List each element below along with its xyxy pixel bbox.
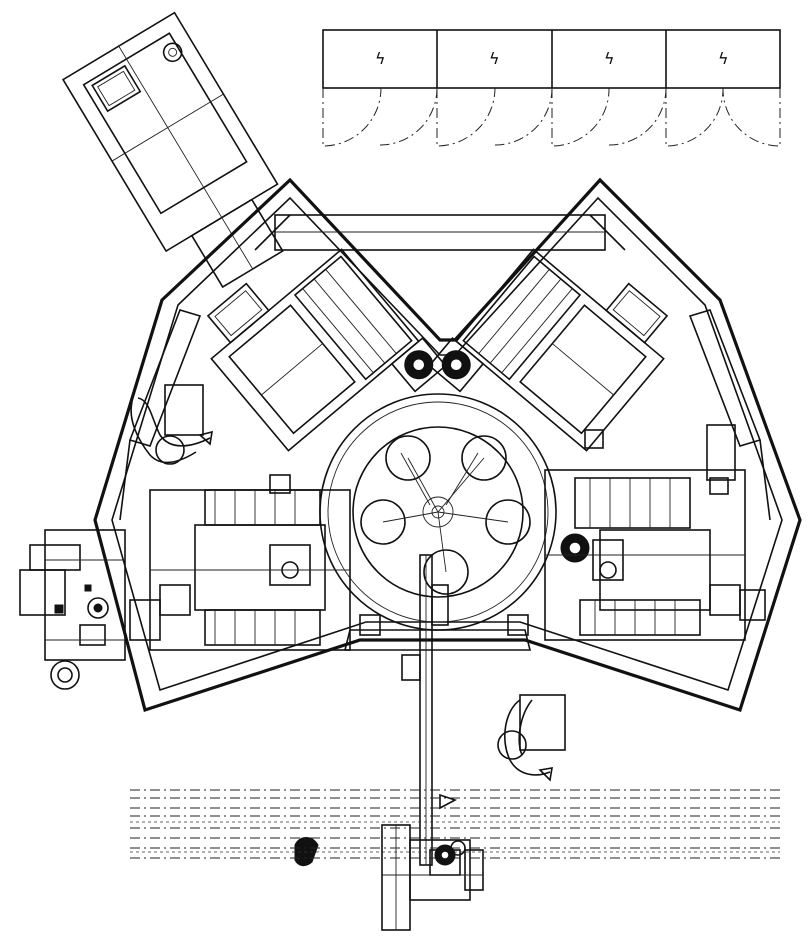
machining-unit-right (544, 469, 766, 641)
transfer-gantry (401, 554, 449, 866)
operator-lower-right (497, 694, 566, 782)
side-drive-assembly (19, 529, 126, 690)
outfeed-conveyor-lines (130, 789, 780, 859)
frame-markers (129, 384, 736, 641)
fixture-stations (360, 435, 531, 595)
machining-unit-left (149, 489, 351, 651)
index-spokes (382, 452, 509, 573)
loading-carriage (381, 824, 484, 931)
feed-conveyor (61, 11, 284, 289)
voltage-symbol-3: ϟ (604, 49, 615, 68)
operator-upper-left (130, 397, 213, 465)
cabinet-door-swings (322, 87, 781, 147)
machining-unit-upper-left (206, 248, 447, 452)
machining-unit-upper-right (428, 248, 669, 452)
voltage-symbol-2: ϟ (489, 49, 500, 68)
rotary-index-table (319, 393, 557, 651)
electrical-cabinet-row: ϟ ϟ ϟ ϟ (322, 29, 781, 147)
machine-frame (93, 177, 802, 713)
voltage-symbol-1: ϟ (375, 49, 386, 68)
voltage-symbol-4: ϟ (718, 49, 729, 68)
operator-lower-left (294, 837, 319, 867)
